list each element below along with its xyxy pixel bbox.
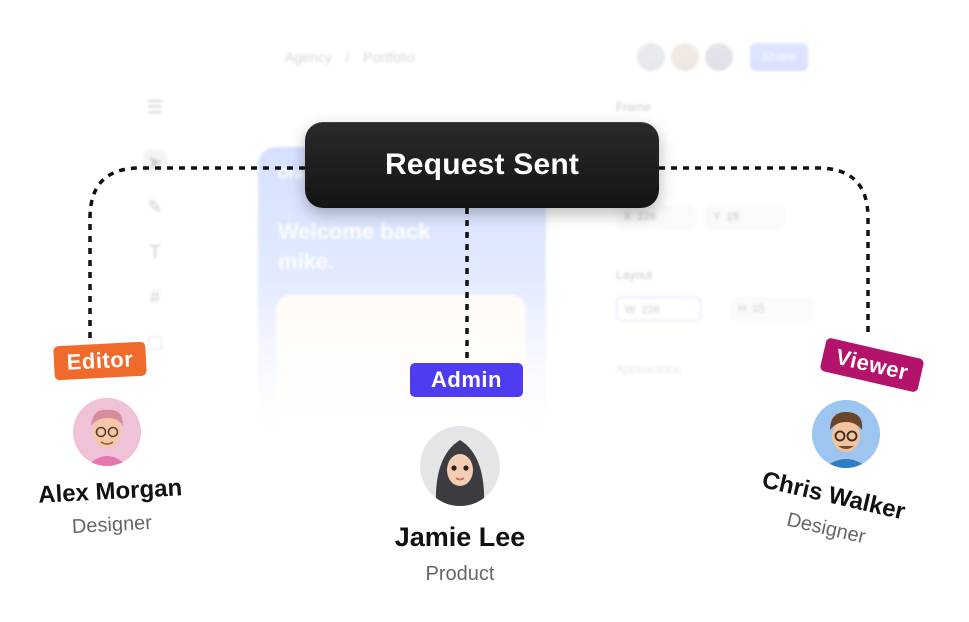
avatar-alex-morgan — [73, 398, 141, 466]
person-jamie-lee: Jamie Lee Product — [380, 522, 540, 586]
avatar-chris-walker — [812, 400, 880, 468]
role-tag-editor[interactable]: Editor — [53, 341, 147, 381]
person-name: Jamie Lee — [394, 522, 526, 552]
request-sent-badge: Request Sent — [305, 122, 659, 208]
avatar-jamie-illustration — [420, 426, 500, 506]
avatar-chris-illustration — [812, 400, 880, 468]
avatar-jamie-lee — [420, 426, 500, 506]
connector-viewer — [659, 166, 870, 338]
person-title: Product — [425, 563, 495, 585]
avatar-alex-illustration — [73, 398, 141, 466]
role-tag-admin[interactable]: Admin — [410, 363, 523, 397]
connector-editor — [88, 166, 305, 344]
person-alex-morgan: Alex Morgan Designer — [35, 474, 188, 541]
